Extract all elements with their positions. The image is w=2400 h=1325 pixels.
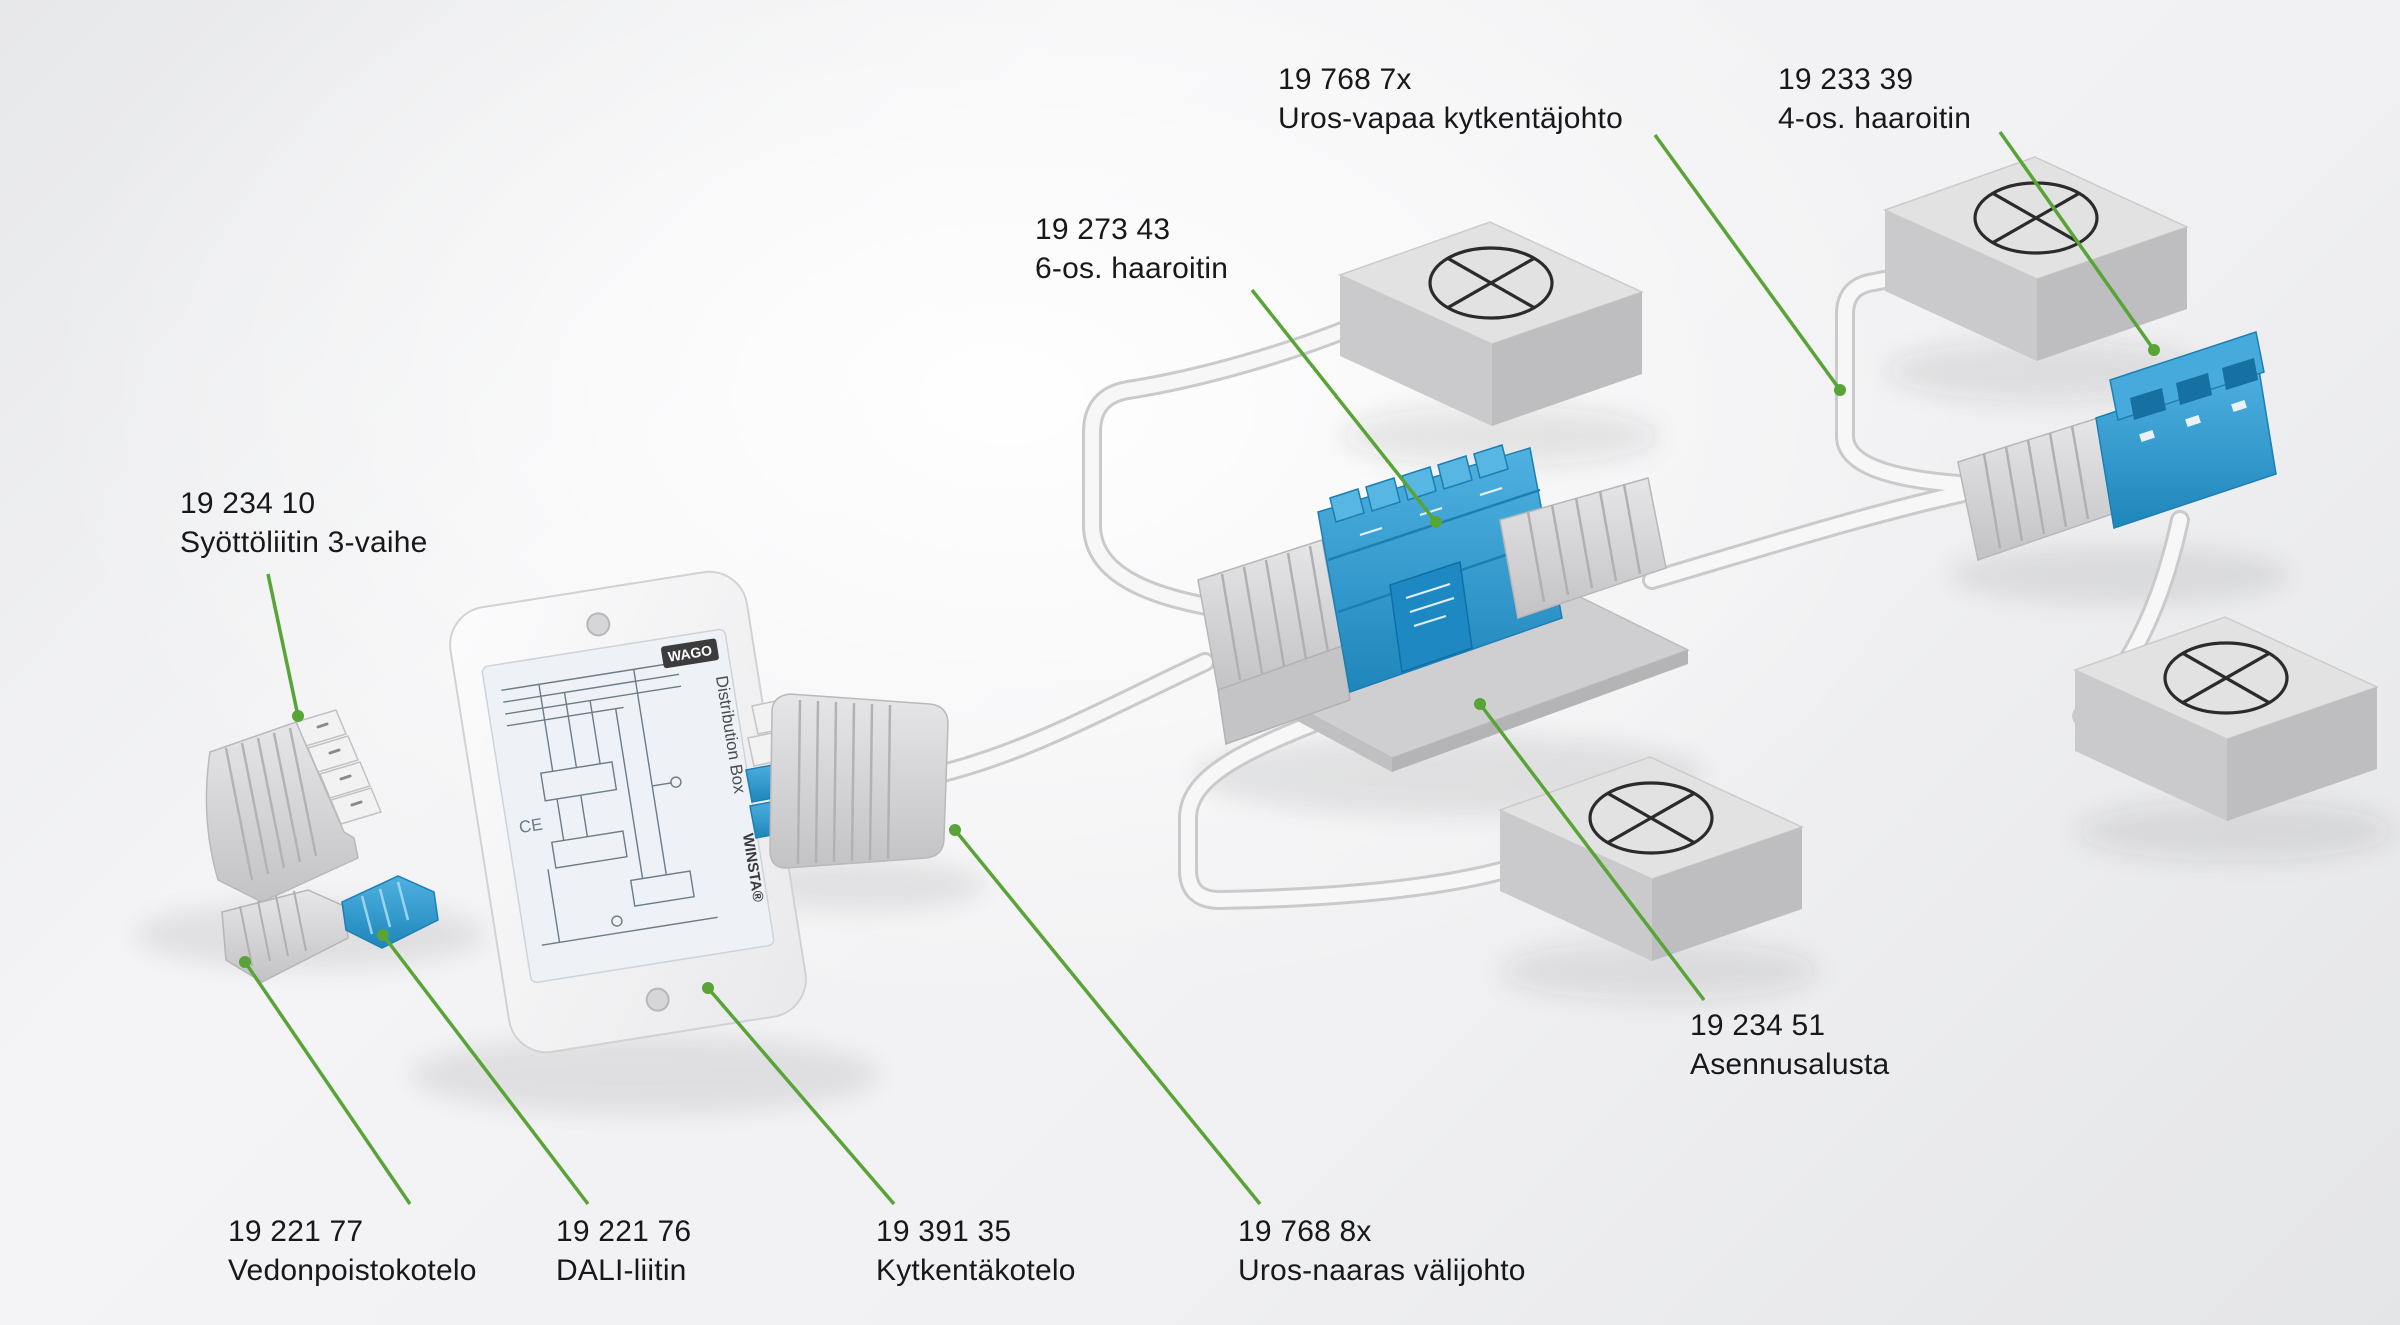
- dali-connector-graphic: [341, 875, 439, 949]
- part-number: 19 768 8x: [1238, 1215, 1372, 1248]
- part-name: Syöttöliitin 3-vaihe: [180, 526, 428, 559]
- strain-relief-graphic: [221, 889, 349, 983]
- distributor-label-band: [1389, 561, 1473, 674]
- ce-mark: CE: [518, 815, 544, 837]
- screw-bottom: [645, 987, 670, 1012]
- label-mounting-plate: 19 234 51 Asennusalusta: [1690, 1006, 1889, 1084]
- luminaire-right: [2075, 617, 2393, 861]
- leader-lines: [243, 130, 2156, 1206]
- latch-clips: [2139, 400, 2247, 442]
- leader-dots: [239, 344, 2160, 994]
- leader-supply: [266, 573, 300, 717]
- leader-connection-box: [706, 986, 896, 1206]
- rib-lines: [1982, 425, 2090, 549]
- part-number: 19 391 35: [876, 1215, 1012, 1248]
- stacked-module-teeth: [1329, 444, 1509, 523]
- part-name: Uros-vapaa kytkentäjohto: [1278, 102, 1623, 135]
- splitter-blue-block: [2095, 331, 2277, 529]
- cable-distributor-to-lamp-bottom-middle: [1181, 693, 1519, 908]
- part-name: Vedonpoistokotelo: [228, 1254, 477, 1287]
- label-splitter-4way: 19 233 39 4-os. haaroitin: [1778, 60, 1971, 138]
- wago-logo: [661, 638, 719, 669]
- part-name: Kytkentäkotelo: [876, 1254, 1076, 1287]
- distributor-6way-graphic: [1197, 444, 1690, 772]
- distributor-right-connector: [1499, 477, 1667, 619]
- part-name: DALI-liitin: [556, 1254, 687, 1287]
- cable-box-to-distributor: [928, 655, 1212, 782]
- cable-splitter-to-lamp-top-right: [1838, 271, 1997, 493]
- part-number: 19 768 7x: [1278, 63, 1412, 96]
- rib-lines: [1220, 545, 1330, 681]
- cable-distributor-to-splitter: [1645, 485, 1975, 587]
- cables: [925, 268, 2190, 911]
- label-splitter-6way: 19 273 43 6-os. haaroitin: [1035, 210, 1228, 288]
- pin-marks: [316, 722, 363, 807]
- part-number: 19 234 51: [1690, 1009, 1826, 1042]
- part-number: 19 221 76: [556, 1215, 692, 1248]
- label-dali: 19 221 76 DALI-liitin: [556, 1212, 691, 1290]
- rib-lines: [360, 881, 410, 935]
- part-number: 19 234 10: [180, 487, 316, 520]
- label-supply: 19 234 10 Syöttöliitin 3-vaihe: [180, 484, 427, 562]
- part-name: 4-os. haaroitin: [1778, 102, 1972, 135]
- socket-openings: [2130, 358, 2258, 420]
- part-number: 19 273 43: [1035, 213, 1171, 246]
- leader-strain-relief: [243, 961, 412, 1205]
- leader-mounting-plate: [1478, 702, 1706, 1002]
- cable-distributor-to-lamp-top-middle: [1085, 321, 1357, 619]
- luminaire-top-middle: [1340, 222, 1658, 466]
- leader-male-free-cable: [1653, 133, 1842, 392]
- module-marks: [1359, 487, 1503, 536]
- label-male-free-cable: 19 768 7x Uros-vapaa kytkentäjohto: [1278, 60, 1623, 138]
- splitter-4way-graphic: [1957, 331, 2277, 561]
- leader-dali: [381, 933, 590, 1206]
- distributor-left-connectors: [1197, 539, 1351, 746]
- label-male-female-cable: 19 768 8x Uros-naaras välijohto: [1238, 1212, 1526, 1290]
- rib-lines: [1526, 483, 1642, 603]
- screw-top: [586, 612, 611, 637]
- part-name: 6-os. haaroitin: [1035, 252, 1229, 285]
- supply-connector-graphic: [205, 709, 383, 903]
- distribution-box-graphic: CE WAGO Distribution Box WINSTA®: [449, 570, 807, 1054]
- leader-male-female-cable: [953, 828, 1262, 1206]
- label-connection-box: 19 391 35 Kytkentäkotelo: [876, 1212, 1076, 1290]
- part-number: 19 221 77: [228, 1215, 364, 1248]
- wiring-schematic: [501, 661, 718, 946]
- part-name: Uros-naaras välijohto: [1238, 1254, 1526, 1287]
- wago-logo-text: WAGO: [667, 642, 713, 665]
- male-connector-graphic: [745, 693, 949, 869]
- label-strain-relief: 19 221 77 Vedonpoistokotelo: [228, 1212, 477, 1290]
- rib-lines: [239, 890, 307, 967]
- part-name: Asennusalusta: [1690, 1048, 1890, 1081]
- rib-lines: [796, 699, 892, 865]
- leader-splitter-6way: [1250, 288, 1438, 524]
- rib-lines: [224, 727, 318, 881]
- part-number: 19 233 39: [1778, 63, 1914, 96]
- leader-splitter-4way: [1998, 130, 2156, 352]
